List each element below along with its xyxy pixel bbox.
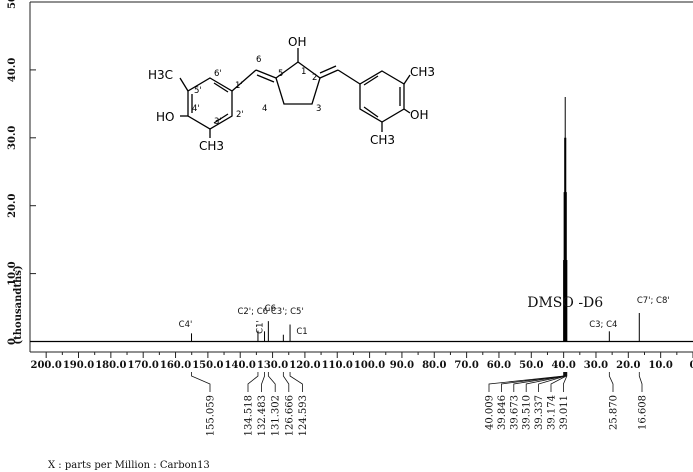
ch3-label-right-top: CH3 bbox=[410, 65, 435, 79]
atom-number-6: 6 bbox=[256, 55, 261, 65]
peak-assignment-label: C3'; C5' bbox=[271, 307, 304, 317]
y-tick-label: 30.0 bbox=[7, 126, 18, 150]
y-axis-ticks: 0 10.0 20.0 30.0 40.0 50 bbox=[7, 0, 36, 345]
ppm-leader-line bbox=[488, 372, 565, 392]
ppm-value-label: 39.846 bbox=[497, 395, 508, 430]
ho-label-left: HO bbox=[156, 110, 174, 124]
y-axis-title: (thousandths) bbox=[13, 265, 24, 344]
ppm-leader-line bbox=[191, 372, 211, 392]
peak-assignment-label: C4' bbox=[179, 320, 193, 330]
ppm-value-label: 39.673 bbox=[509, 395, 520, 430]
spectrum-peaks bbox=[30, 97, 693, 343]
x-tick-label: 30.0 bbox=[584, 360, 608, 371]
ppm-leader-line bbox=[563, 372, 568, 392]
x-tick-label: 10.0 bbox=[648, 360, 672, 371]
x-tick-label: 120.0 bbox=[289, 360, 320, 371]
ppm-value-label: 39.337 bbox=[534, 395, 545, 430]
y-tick-label: 40.0 bbox=[7, 58, 18, 82]
ppm-value-label: 132.483 bbox=[257, 395, 268, 436]
y-tick-label: 0 bbox=[7, 338, 18, 345]
x-tick-label: 150.0 bbox=[192, 360, 223, 371]
peak-assignment-label: C3; C4 bbox=[589, 320, 617, 330]
ppm-leader-line bbox=[261, 372, 265, 392]
x-tick-label: 190.0 bbox=[63, 360, 94, 371]
ppm-leader-line bbox=[513, 372, 566, 392]
oh-label-right: OH bbox=[410, 108, 428, 122]
right-benzene-ring bbox=[359, 70, 405, 123]
molecule-structure bbox=[179, 48, 411, 138]
x-tick-label: 110.0 bbox=[322, 360, 353, 371]
ppm-value-label: 134.518 bbox=[244, 395, 255, 436]
x-tick-label: 70.0 bbox=[454, 360, 478, 371]
x-tick-label: 60.0 bbox=[487, 360, 511, 371]
atom-number-2p: 2' bbox=[236, 110, 244, 120]
x-tick-label: 50.0 bbox=[519, 360, 543, 371]
x-tick-label: 200.0 bbox=[31, 360, 62, 371]
atom-number-1: 1 bbox=[301, 67, 306, 77]
x-tick-label: 140.0 bbox=[225, 360, 256, 371]
atom-number-3p: 3' bbox=[214, 117, 222, 127]
peak-assignment-label: C7'; C8' bbox=[637, 296, 670, 306]
peak-assignment-label: C1' bbox=[256, 320, 266, 334]
ppm-leader-line bbox=[267, 372, 276, 392]
atom-number-2: 2 bbox=[312, 73, 317, 83]
peak-assignment-label: C2'; C6' bbox=[237, 307, 270, 317]
ppm-value-label: 25.870 bbox=[609, 395, 620, 430]
ppm-leader-line bbox=[638, 372, 643, 392]
x-tick-label: 100.0 bbox=[354, 360, 385, 371]
x-tick-label: 90.0 bbox=[390, 360, 414, 371]
ppm-leader-line bbox=[501, 372, 565, 392]
h3c-label-left: H3C bbox=[148, 68, 173, 82]
ppm-leader-line bbox=[247, 372, 259, 392]
ppm-value-label: 124.593 bbox=[298, 395, 309, 436]
ch3-label-right-bottom: CH3 bbox=[370, 133, 395, 147]
y-tick-label: 20.0 bbox=[7, 193, 18, 217]
x-tick-label: 180.0 bbox=[95, 360, 126, 371]
ppm-value-label: 155.059 bbox=[206, 395, 217, 436]
ppm-value-label: 126.666 bbox=[284, 395, 295, 436]
ppm-value-label: 39.174 bbox=[547, 395, 558, 430]
ppm-value-label: 39.011 bbox=[559, 395, 570, 430]
ppm-leader-line bbox=[538, 372, 567, 392]
peak-assignment-label: C1 bbox=[296, 327, 307, 337]
ppm-leader-line bbox=[550, 372, 567, 392]
atom-number-5: 5 bbox=[278, 69, 283, 79]
cyclopentane-ring bbox=[275, 61, 321, 105]
atom-number-6p: 6' bbox=[214, 69, 222, 79]
x-tick-label: 130.0 bbox=[257, 360, 288, 371]
atom-number-3: 3 bbox=[316, 104, 321, 114]
ch3-label-left-bottom: CH3 bbox=[199, 139, 224, 153]
peak-assignment-label: C6 bbox=[265, 304, 276, 314]
atom-number-5p: 5' bbox=[194, 86, 202, 96]
x-tick-label: 40.0 bbox=[551, 360, 575, 371]
ppm-leader-line bbox=[608, 372, 614, 392]
x-tick-label: 20.0 bbox=[616, 360, 640, 371]
x-tick-label: 160.0 bbox=[160, 360, 191, 371]
x-axis-title: X : parts per Million : Carbon13 bbox=[48, 460, 210, 471]
atom-number-1p: 1' bbox=[235, 81, 243, 91]
y-tick-label: 50 bbox=[7, 0, 18, 9]
y-tick-label: 10.0 bbox=[7, 261, 18, 285]
peak-assignment-label: DMSO -D6 bbox=[527, 295, 603, 311]
ppm-value-label: 131.302 bbox=[271, 395, 282, 436]
x-tick-label: 80.0 bbox=[422, 360, 446, 371]
ppm-value-label: 16.608 bbox=[638, 395, 649, 430]
x-tick-label: 0 bbox=[690, 360, 693, 371]
atom-number-4: 4 bbox=[262, 104, 267, 114]
oh-label-c1: OH bbox=[288, 35, 306, 49]
ppm-leader-line bbox=[289, 372, 303, 392]
ppm-value-label: 39.510 bbox=[522, 395, 533, 430]
atom-number-4p: 4' bbox=[192, 104, 200, 114]
ppm-leader-line bbox=[525, 372, 566, 392]
ppm-leader-line bbox=[282, 372, 290, 392]
x-tick-label: 170.0 bbox=[128, 360, 159, 371]
ppm-value-label: 40.009 bbox=[485, 395, 496, 430]
